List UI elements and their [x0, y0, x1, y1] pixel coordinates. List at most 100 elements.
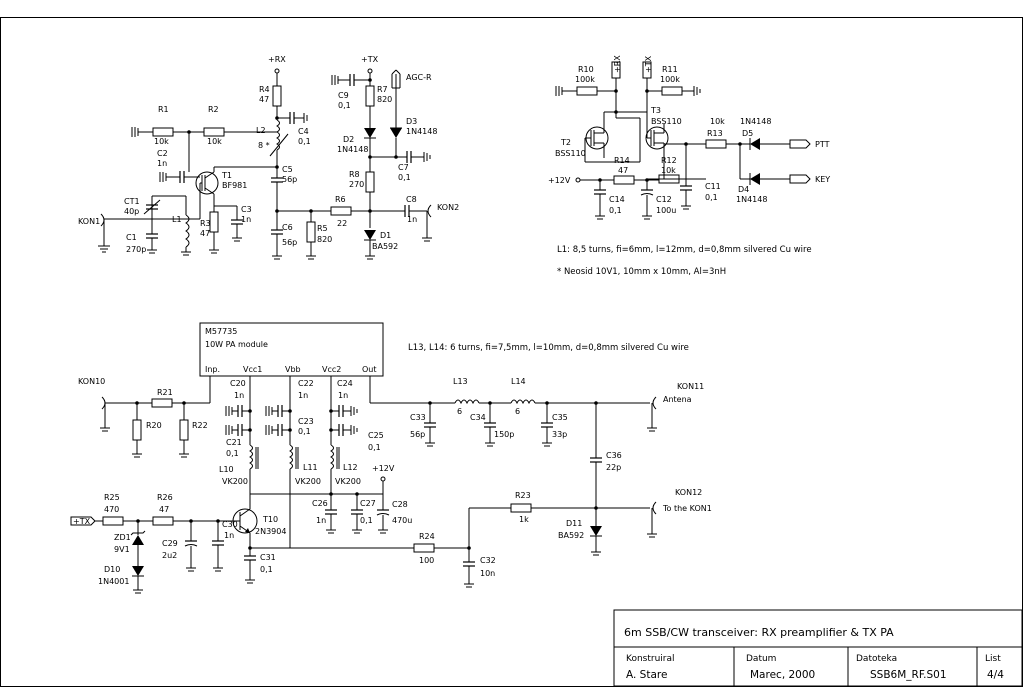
components-d3-1-label: 1N4148 — [406, 127, 437, 136]
components-t2-1-label: BSS110 — [555, 149, 586, 158]
components-r22-label: R22 — [192, 421, 208, 430]
components-l11-0-label: L11 — [303, 463, 318, 472]
components-r12-0-label: R12 — [661, 156, 677, 165]
components-r5-1-label: 820 — [317, 235, 332, 244]
components-c11-0-label: C11 — [705, 182, 721, 191]
components-l12-1-label: VK200 — [335, 477, 361, 486]
components-r4-1-label: 47 — [259, 95, 269, 104]
components-c20-1-label: 1n — [234, 391, 244, 400]
components-r2-0-label: R2 — [208, 105, 219, 114]
components-t2-0-label: T2 — [560, 138, 571, 147]
components-c35-0-label: C35 — [552, 413, 568, 422]
components-l12-0-label: L12 — [343, 463, 358, 472]
components-c28-1-label: 470u — [392, 516, 412, 525]
components-c29-1-label: 2u2 — [162, 551, 177, 560]
note-l1: L1: 8,5 turns, fi=6mm, l=12mm, d=0,8mm s… — [557, 245, 812, 255]
components-r26-1-label: 47 — [159, 505, 169, 514]
components-c11-1-label: 0,1 — [705, 193, 718, 202]
datoteka-label: Datoteka — [856, 654, 897, 664]
components-c21-0-label: C21 — [226, 438, 242, 447]
components-r20-label: R20 — [146, 421, 162, 430]
components-c32-0-label: C32 — [480, 556, 496, 565]
components-c27-0-label: C27 — [360, 499, 376, 508]
components-l1-label: L1 — [172, 215, 182, 224]
components-c24-1-label: 1n — [338, 391, 348, 400]
components-c8-0-label: C8 — [406, 195, 417, 204]
components-c1-0-label: C1 — [126, 233, 137, 242]
components-t3-1-label: BSS110 — [651, 117, 682, 126]
components-r12-1-label: 10k — [661, 166, 676, 175]
components-ct1-1-label: 40p — [124, 207, 139, 216]
components-c5-0-label: C5 — [282, 165, 293, 174]
components-r4-0-label: R4 — [259, 85, 270, 94]
components-c2-1-label: 1n — [157, 159, 167, 168]
components-l10-0-label: L10 — [219, 465, 234, 474]
components-d5-1-label: 1N4148 — [740, 117, 771, 126]
components-c36-1-label: 22p — [606, 463, 621, 472]
datum-label: Datum — [746, 654, 776, 664]
components-d4-0-label: D4 — [738, 185, 749, 194]
components-c7-1-label: 0,1 — [398, 173, 411, 182]
components-d2-0-label: D2 — [343, 135, 354, 144]
connectors-kon12-label: KON12 — [675, 488, 702, 497]
components-c32-1-label: 10n — [480, 569, 495, 578]
components-c14-0-label: C14 — [609, 195, 625, 204]
module-desc-label: 10W PA module — [205, 340, 268, 349]
konstruiral-label: Konstruiral — [626, 654, 675, 664]
connectors-kon11_desc-label: Antena — [663, 395, 692, 404]
components-d11-0-label: D11 — [566, 519, 582, 528]
components-c25-0-label: C25 — [368, 431, 384, 440]
components-c34-0-label: C34 — [470, 413, 486, 422]
components-c22-1-label: 1n — [298, 391, 308, 400]
rx-preamp-section: KON1 C1 270p CT1 40p L1 R1 10k R2 — [78, 55, 459, 260]
rails-tx_in-label: +TX — [73, 517, 91, 526]
components-c26-1-label: 1n — [316, 516, 326, 525]
module-pins-2-label: Vbb — [285, 365, 301, 374]
components-l2_star-label: 8 * — [258, 141, 270, 150]
components-r24-1-label: 100 — [419, 556, 434, 565]
datoteka-value: SSB6M_RF.S01 — [870, 669, 947, 681]
components-r3-1-label: 47 — [200, 229, 210, 238]
components-c12-1-label: 100u — [656, 206, 676, 215]
components-c22-0-label: C22 — [298, 379, 314, 388]
module-pins-1-label: Vcc1 — [243, 365, 262, 374]
components-r1-1-label: 10k — [154, 137, 169, 146]
module-name-label: M57735 — [205, 327, 237, 336]
components-r21-label: R21 — [157, 388, 173, 397]
components-r26-0-label: R26 — [157, 493, 173, 502]
title-text: 6m SSB/CW transceiver: RX preamplifier &… — [624, 626, 894, 639]
list-label: List — [985, 654, 1001, 664]
components-c1-1-label: 270p — [126, 245, 146, 254]
components-c12-0-label: C12 — [656, 195, 672, 204]
components-c3-1-label: 1n — [241, 215, 251, 224]
components-r3-0-label: R3 — [200, 219, 211, 228]
components-r11-1-label: 100k — [660, 75, 680, 84]
components-c23-1-label: 0,1 — [298, 427, 311, 436]
components-c5-1-label: 56p — [282, 175, 297, 184]
components-r23-1-label: 1k — [519, 515, 529, 524]
components-r6-1-label: 22 — [337, 219, 347, 228]
components-zd1-1-label: 9V1 — [114, 545, 130, 554]
components-r1-0-label: R1 — [158, 105, 169, 114]
connectors-kon11-label: KON11 — [677, 382, 704, 391]
rails-v12a-label: +12V — [548, 176, 571, 185]
components-c6-1-label: 56p — [282, 238, 297, 247]
components-l2-label: L2 — [256, 126, 266, 135]
components-d1-0-label: D1 — [380, 231, 391, 240]
datum-value: Marec, 2000 — [750, 669, 815, 681]
components-c27-1-label: 0,1 — [360, 516, 373, 525]
components-c28-0-label: C28 — [392, 500, 408, 509]
components-t10-0-label: T10 — [262, 515, 278, 524]
components-d1-1-label: BA592 — [372, 242, 398, 251]
components-c3-0-label: C3 — [241, 205, 252, 214]
components-c33-0-label: C33 — [410, 413, 426, 422]
note-core: * Neosid 10V1, 10mm x 10mm, Al=3nH — [557, 267, 726, 277]
components-c30-0-label: C30 — [222, 520, 238, 529]
rails-agc-label: AGC-R — [406, 73, 432, 82]
title-block: 6m SSB/CW transceiver: RX preamplifier &… — [613, 609, 1023, 687]
components-r7-0-label: R7 — [377, 85, 388, 94]
components-r11-0-label: R11 — [662, 65, 678, 74]
components-r5-0-label: R5 — [317, 224, 328, 233]
